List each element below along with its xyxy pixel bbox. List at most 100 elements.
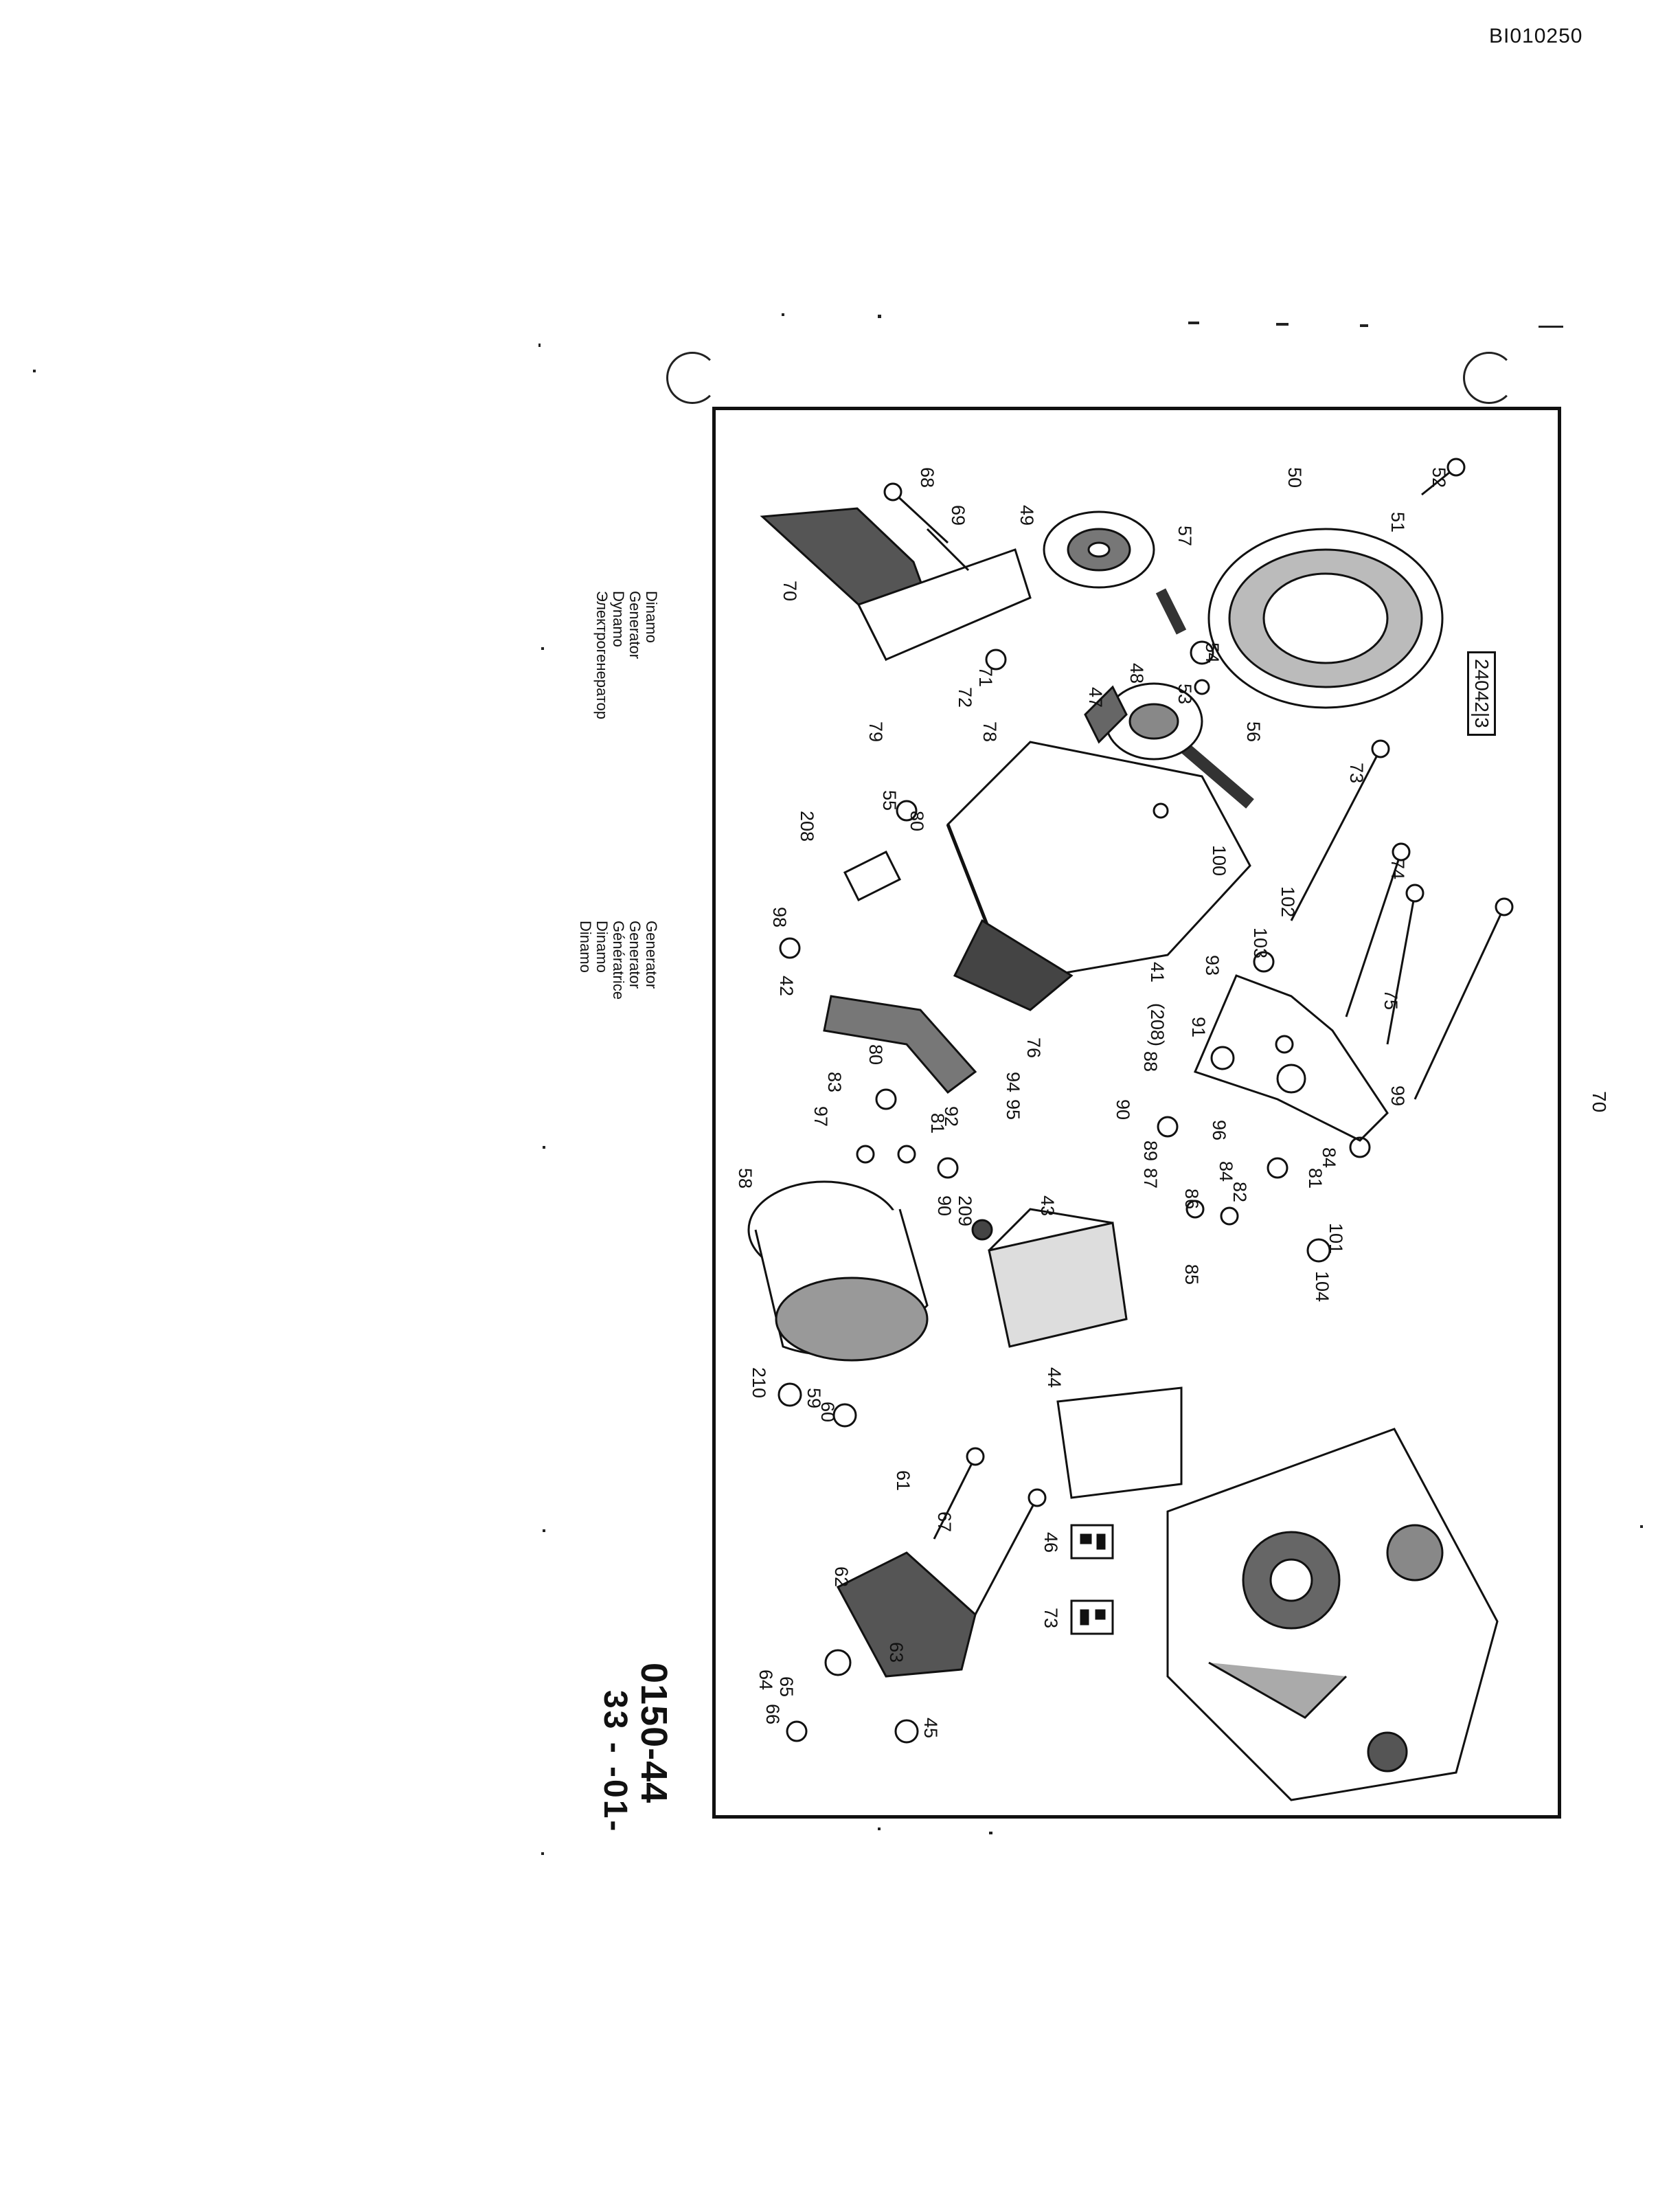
part-callout: 60 — [817, 1402, 838, 1423]
part-callout: 85 — [1181, 1264, 1202, 1285]
part-callout: 63 — [886, 1642, 907, 1663]
bracket-42 — [823, 995, 977, 1094]
part-callout: 90 — [1113, 1099, 1133, 1121]
part-callout: 58 — [735, 1168, 756, 1189]
scan-speck — [543, 1529, 545, 1532]
part-callout: 47 — [1085, 687, 1106, 708]
language-column-1: Generator Generator Génératrice Dinamo D… — [577, 921, 660, 1000]
part-callout: 69 — [948, 505, 968, 526]
part-callout: 101 — [1326, 1223, 1346, 1255]
lang-label-en: Generator — [626, 921, 644, 989]
lang-label-2b: Generator — [626, 591, 644, 660]
part-callout: 49 — [1017, 505, 1037, 526]
part-callout: 70 — [780, 581, 800, 602]
part-callout: 41 — [1147, 962, 1168, 983]
scan-speck — [989, 1832, 992, 1834]
drawing-number: 24042|3 — [1467, 651, 1496, 736]
scan-speck — [543, 1146, 545, 1149]
part-callout: 46 — [1041, 1532, 1061, 1553]
part-callout: 57 — [1174, 526, 1195, 547]
part-callout: 72 — [955, 687, 975, 708]
part-callout: 87 — [1140, 1168, 1161, 1189]
part-callout: 50 — [1284, 467, 1305, 488]
scan-speck — [1539, 326, 1563, 328]
part-callout: 75 — [1381, 989, 1401, 1011]
part-callout: 91 — [1188, 1017, 1209, 1038]
bolt-52 — [1421, 458, 1466, 496]
part-callout: 73 — [1041, 1608, 1061, 1629]
part-callout: 51 — [1387, 512, 1408, 533]
lang-label-2a: Dinamo — [643, 591, 660, 643]
scan-speck — [1640, 1525, 1643, 1528]
part-callout: 52 — [1429, 467, 1449, 488]
part-callout: 80 — [865, 1044, 886, 1066]
part-callout: 82 — [1229, 1182, 1250, 1203]
part-callout: 54 — [1202, 642, 1223, 664]
cover-58 — [747, 1180, 929, 1362]
part-callout: 86 — [1181, 1189, 1202, 1210]
part-callout: 208 — [797, 811, 817, 842]
scan-speck — [1360, 324, 1368, 327]
part-callout: 78 — [979, 721, 1000, 743]
part-callout: 209 — [955, 1195, 975, 1227]
part-callout: 100 — [1209, 845, 1229, 877]
part-callout: 95 — [1003, 1099, 1023, 1121]
bolt-68 — [883, 482, 949, 544]
part-callout: 104 — [1312, 1271, 1332, 1303]
engine-block-illustration — [1166, 1428, 1499, 1801]
scan-speck — [878, 1827, 881, 1830]
part-callout: 74 — [1387, 859, 1408, 880]
part-callout: 81 — [1305, 1168, 1326, 1189]
scan-speck — [782, 313, 784, 316]
lang-label-2c: Dynamo — [610, 591, 627, 647]
part-callout: 56 — [1243, 721, 1264, 743]
reference-code: 0150-44 — [633, 1663, 674, 1804]
part-callout: 103 — [1250, 927, 1271, 959]
connector-45-icon — [1070, 1524, 1114, 1560]
part-callout: 66 — [762, 1704, 783, 1725]
part-callout: 98 — [769, 907, 790, 928]
part-callout: 79 — [865, 721, 886, 743]
long-bolts-73-74-75 — [1290, 739, 1514, 1100]
part-callout: 210 — [749, 1367, 769, 1399]
part-callout: 61 — [893, 1470, 913, 1492]
part-callout: 90 — [934, 1195, 955, 1217]
part-callout: 55 — [879, 790, 900, 811]
part-callout: 102 — [1278, 886, 1298, 918]
screw-69 — [926, 528, 970, 572]
part-callout: 68 — [917, 467, 938, 488]
regulator-43 — [988, 1208, 1128, 1348]
small-parts — [777, 640, 1371, 1744]
part-callout: 83 — [824, 1072, 845, 1093]
part-callout: (208) — [1147, 1003, 1168, 1047]
scan-speck — [1188, 322, 1199, 324]
part-callout: 64 — [756, 1669, 776, 1691]
fan-wheel-50 — [1207, 528, 1444, 709]
part-callout: 94 — [1003, 1072, 1023, 1093]
bracket-93 — [1193, 974, 1389, 1142]
punch-hole-left — [666, 352, 718, 404]
part-callout: 48 — [1126, 663, 1147, 684]
lang-label-it: Dinamo — [577, 921, 594, 973]
document-id: BI010250 — [1489, 25, 1583, 47]
lang-label-es: Dinamo — [593, 921, 611, 973]
part-callout: 96 — [1209, 1120, 1229, 1141]
part-callout: 76 — [1023, 1037, 1044, 1059]
scan-speck — [541, 647, 544, 650]
part-callout: 65 — [776, 1676, 797, 1698]
scan-speck — [538, 344, 541, 347]
pulley-49 — [1043, 510, 1155, 589]
connector-46-icon — [1070, 1599, 1114, 1635]
lang-label-2d: Электрогенератор — [593, 591, 611, 720]
part-callout: 88 — [1140, 1051, 1161, 1072]
part-callout: 93 — [1202, 955, 1223, 976]
cover-44 — [1056, 1386, 1183, 1499]
lang-label-fr: Génératrice — [610, 921, 627, 1000]
part-callout: 73 — [1346, 763, 1367, 784]
part-callout: 45 — [920, 1718, 941, 1739]
reference-subcode: 33 - -01- — [597, 1690, 633, 1834]
part-callout: 81 — [927, 1113, 948, 1134]
alternator-body-41 — [946, 682, 1251, 1011]
part-callout: 80 — [907, 811, 927, 832]
